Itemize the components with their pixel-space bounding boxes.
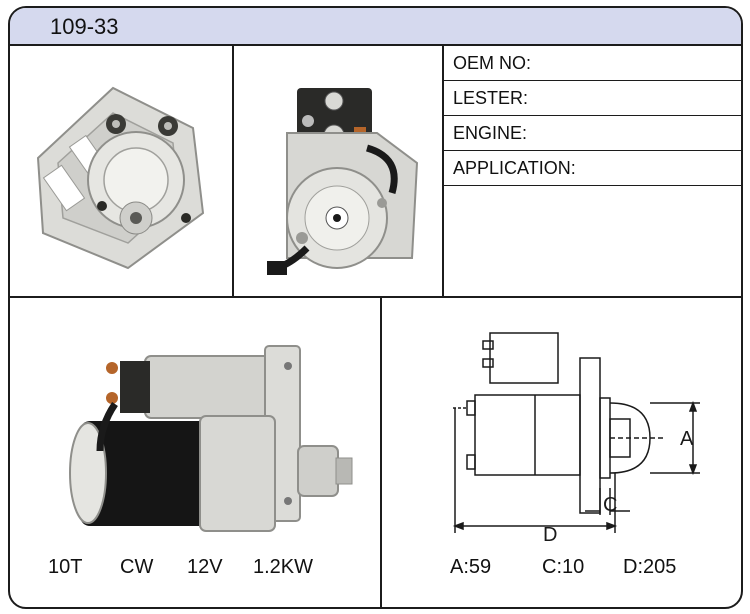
rating-teeth: 10T bbox=[48, 556, 83, 578]
dimension-c-label: C bbox=[603, 494, 617, 516]
spec-row-application: APPLICATION: bbox=[444, 151, 741, 186]
starter-dimension-drawing-icon: A C D bbox=[452, 332, 700, 546]
spec-row-lester: LESTER: bbox=[444, 81, 741, 116]
rating-voltage: 12V bbox=[187, 556, 223, 578]
rating-power: 1.2KW bbox=[253, 556, 314, 578]
rating-rotation: CW bbox=[120, 556, 154, 578]
spec-label-lester: LESTER: bbox=[453, 88, 529, 108]
dimension-d-label: D bbox=[543, 524, 557, 546]
part-number-title: 109-33 bbox=[50, 14, 119, 39]
divider-bottom bbox=[380, 296, 382, 607]
starter-side-view-icon bbox=[69, 345, 353, 532]
dimension-d-value: D:205 bbox=[623, 556, 677, 578]
starter-front-view-icon bbox=[36, 86, 205, 270]
divider-top-left bbox=[232, 46, 234, 297]
starter-rear-view-icon bbox=[267, 88, 419, 275]
divider-middle bbox=[10, 296, 741, 298]
spec-sheet: 109-33 bbox=[8, 6, 743, 609]
spec-label-engine: ENGINE: bbox=[453, 123, 528, 143]
spec-label-application: APPLICATION: bbox=[453, 158, 576, 178]
spec-label-oem: OEM NO: bbox=[453, 53, 532, 73]
spec-row-engine: ENGINE: bbox=[444, 116, 741, 151]
spec-row-oem: OEM NO: bbox=[444, 46, 741, 81]
dimension-a-value: A:59 bbox=[450, 556, 492, 578]
divider-top-right bbox=[442, 46, 444, 297]
title-bar: 109-33 bbox=[10, 8, 741, 46]
dimension-c-value: C:10 bbox=[542, 556, 585, 578]
dimension-a-label: A bbox=[680, 428, 694, 450]
